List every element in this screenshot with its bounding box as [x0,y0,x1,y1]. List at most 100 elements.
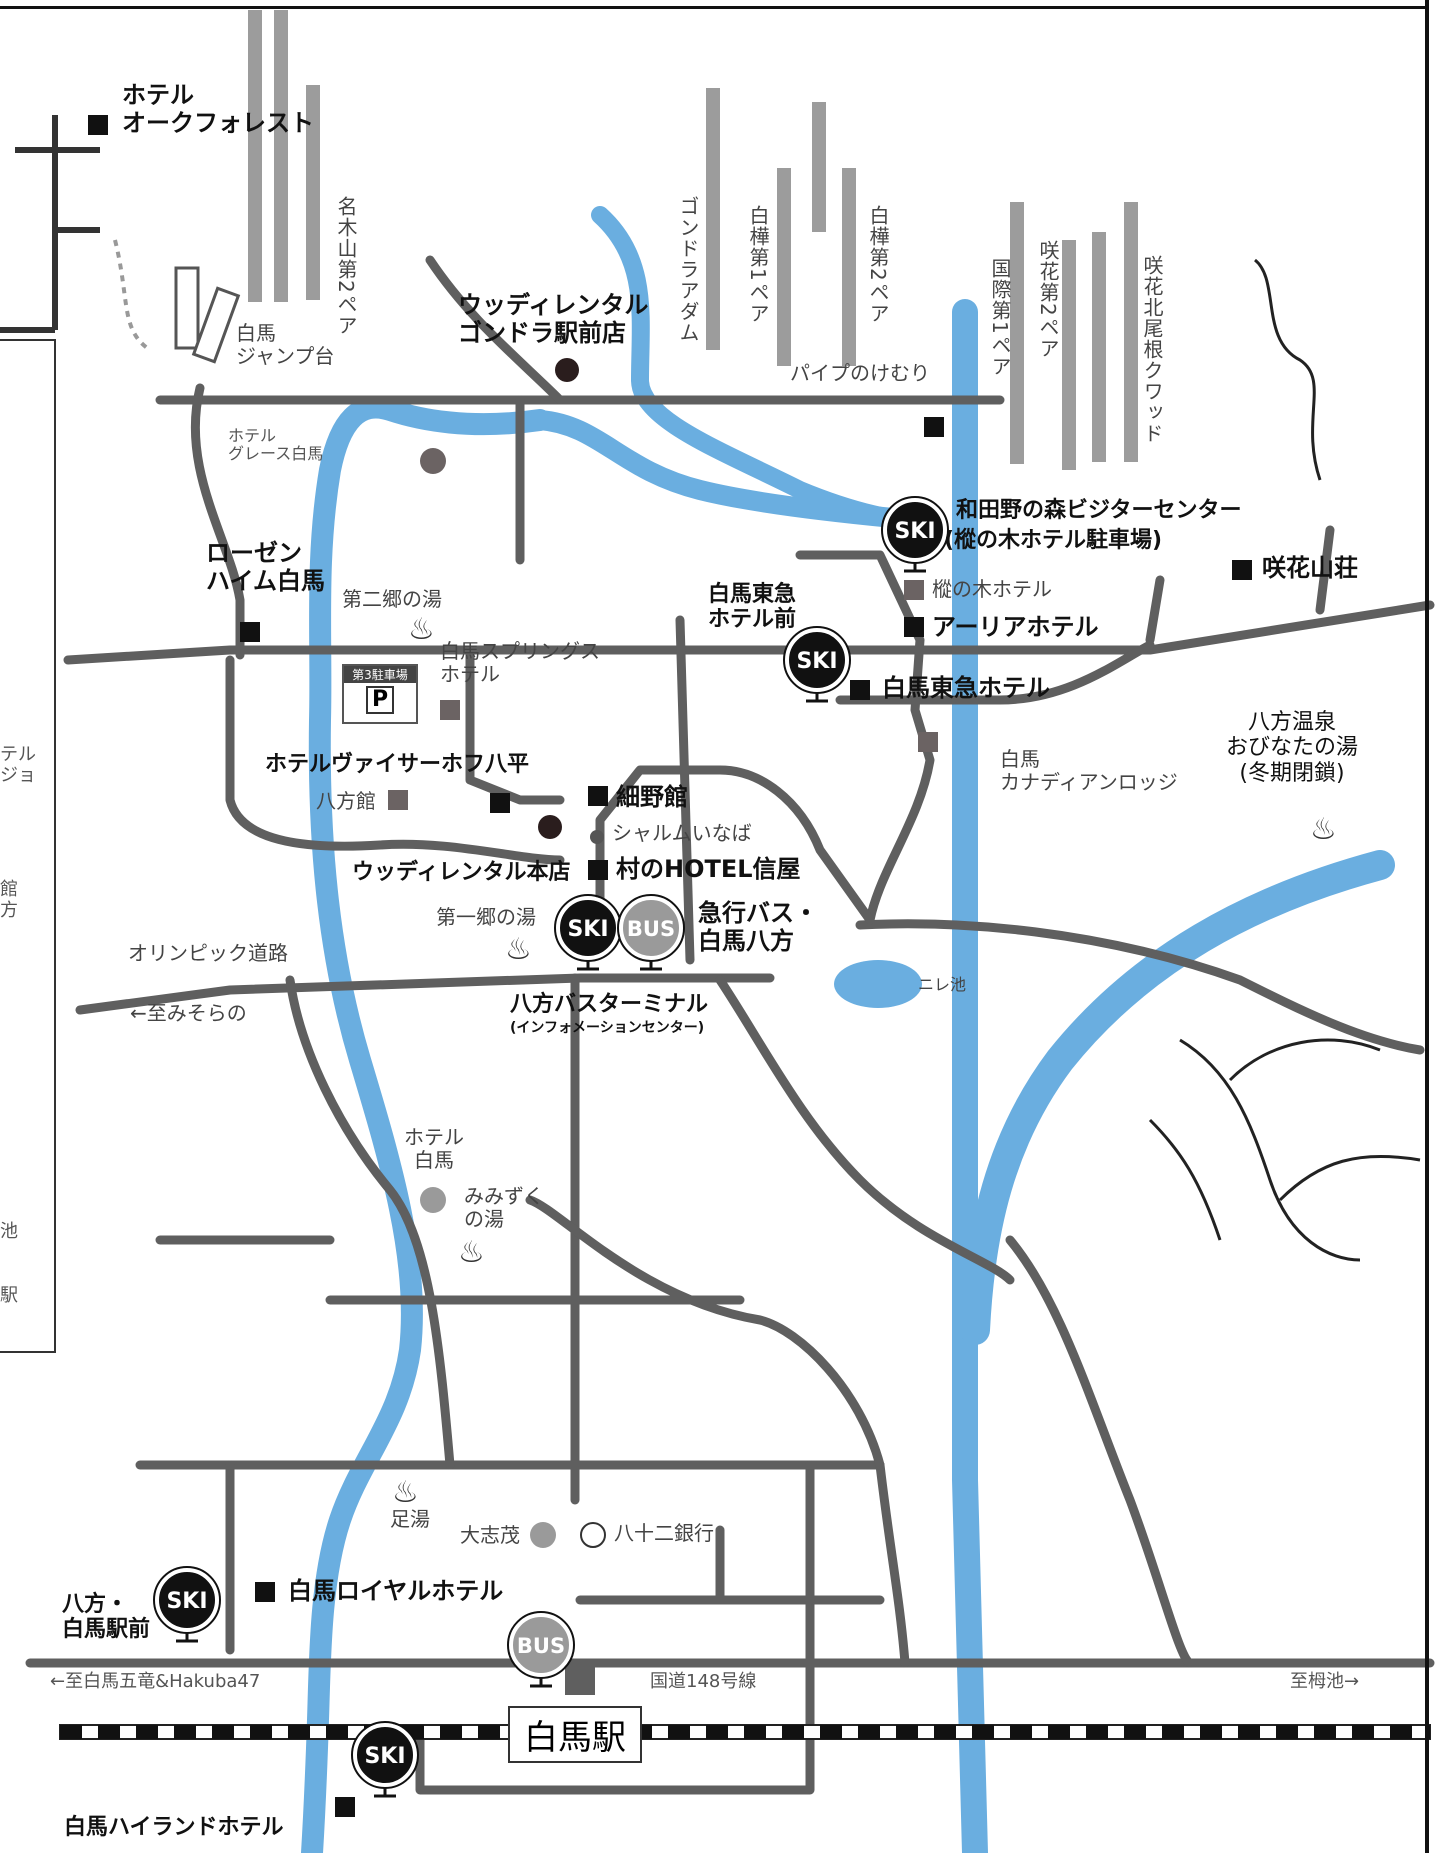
label-mura: 村のHOTEL信屋 [616,855,801,883]
frame-top [0,6,1429,9]
station-building [565,1665,595,1695]
label-namikiyama: 名木山第2ペア [334,196,358,336]
hotel-marker-grey [904,580,924,600]
label-wadano-sub: (樅の木ホテル駐車場) [944,528,1163,553]
station-name: 白馬駅 [508,1706,642,1763]
hotel-marker [240,622,260,642]
bus-icon: BUS [616,893,686,977]
label-olympic: オリンピック道路 [128,941,288,965]
ski-icon: SKI [152,1565,222,1649]
ski-text: SKI [166,1589,207,1614]
label-left-frag1: テル ジョ [0,744,36,786]
label-gondola-adam: ゴンドラアダム [676,196,700,343]
onsen-icon: ♨ [1310,812,1337,847]
rental-marker [555,358,579,382]
hotel-marker [88,115,108,135]
dashed-path [113,239,152,352]
rivers [301,206,1395,1853]
label-mimizuku: みみずく の湯 [464,1184,544,1231]
parking-label: 第3駐車場 [344,666,416,683]
ski-text: SKI [567,917,608,942]
label-shirakaba2: 白樺第2ペア [866,205,890,324]
label-left-frag4: 駅 [0,1285,18,1306]
legend-border [0,339,56,1353]
label-tokyu-mae: 白馬東急 ホテル前 [708,582,797,633]
label-springs: 白馬スプリングス ホテル [440,639,600,686]
ski-text: SKI [364,1744,405,1769]
rental-marker [538,815,562,839]
hotel-marker [490,793,510,813]
label-happokan: 八方館 [316,789,376,813]
label-left-frag2: 館 方 [0,879,18,921]
label-left-frag3: 池 [0,1221,18,1242]
label-woody-gondola: ウッディレンタル ゴンドラ駅前店 [458,291,649,347]
jump-slope [191,286,241,364]
label-terminal-sub: (インフォメーションセンター) [510,1020,705,1036]
label-tokyu: 白馬東急ホテル [882,674,1050,702]
ski-text: SKI [796,649,837,674]
label-aoki: 至栂池→ [1290,1671,1360,1692]
ski-text: SKI [894,519,935,544]
ski-icon: SKI [880,495,950,579]
label-royal: 白馬ロイヤルホテル [288,1577,504,1605]
parking-icon: 第3駐車場 P [342,664,418,724]
ski-lifts [248,10,1138,470]
bus-text: BUS [517,1634,565,1658]
shop-marker [590,830,604,844]
roads [25,255,1435,1795]
label-kokusai1: 国際第1ペア [988,258,1012,377]
label-kyuko: 急行バス・ 白馬八方 [698,899,818,955]
label-wadano: 和田野の森ビジターセンター [956,498,1242,523]
label-happo-station: 八方・ 白馬駅前 [62,1592,151,1643]
label-hosono: 細野館 [616,783,688,811]
nirei-pond [834,960,922,1008]
label-ashiyu: 足湯 [390,1507,430,1531]
label-taishimo: 大志茂 [460,1523,520,1547]
label-sakka-kitaone: 咲花北尾根クワッド [1140,255,1164,444]
hotel-marker-grey [420,1187,446,1213]
hotel-marker-grey [388,790,408,810]
label-sakkasanso: 咲花山荘 [1262,554,1358,582]
jump-hill [174,266,200,350]
label-terminal: 八方バスターミナル [510,992,709,1017]
hotel-marker [588,786,608,806]
onsen-icon: ♨ [392,1475,419,1510]
label-hachijuni: 八十二銀行 [614,1521,714,1545]
hotel-marker-grey [918,732,938,752]
label-pipe: パイプのけむり [790,361,930,385]
label-grace: ホテル グレース白馬 [228,426,324,464]
bus-text: BUS [627,917,675,941]
label-shirakaba1: 白樺第1ペア [746,205,770,324]
label-nirei: ニレ池 [918,975,967,994]
label-arya: アーリアホテル [932,613,1099,641]
shop-marker-grey [530,1522,556,1548]
hotel-marker [1232,560,1252,580]
label-happo-onsen: 八方温泉 おびなたの湯 (冬期閉鎖) [1226,710,1359,786]
hotel-marker-grey [420,448,446,474]
hotel-marker [335,1797,355,1817]
label-rosen: ローゼン ハイム白馬 [206,539,326,595]
label-momi: 樅の木ホテル [932,577,1052,601]
hotel-marker [904,617,924,637]
label-goryu: ←至白馬五竜&Hakuba47 [50,1671,261,1692]
railway [59,1724,1431,1740]
hotel-marker [850,680,870,700]
label-hotel-hakuba: ホテル 白馬 [404,1125,464,1172]
label-route148: 国道148号線 [650,1671,757,1692]
ski-icon: SKI [350,1720,420,1804]
misc-lines [0,115,100,333]
label-highland: 白馬ハイランドホテル [64,1815,284,1840]
onsen-icon: ♨ [505,932,532,967]
label-charm: シャルムいなば [612,821,752,845]
ski-icon: SKI [553,893,623,977]
label-daiichi: 第一郷の湯 [436,905,536,929]
frame-right [1425,0,1429,1853]
hotel-marker [588,860,608,880]
label-canadian: 白馬 カナディアンロッジ [1000,747,1178,794]
bank-marker [580,1522,606,1548]
label-jump: 白馬 ジャンプ台 [236,321,335,368]
label-woody-honten: ウッディレンタル本店 [352,860,571,885]
east-roads [1148,258,1421,1262]
onsen-icon: ♨ [408,612,435,647]
